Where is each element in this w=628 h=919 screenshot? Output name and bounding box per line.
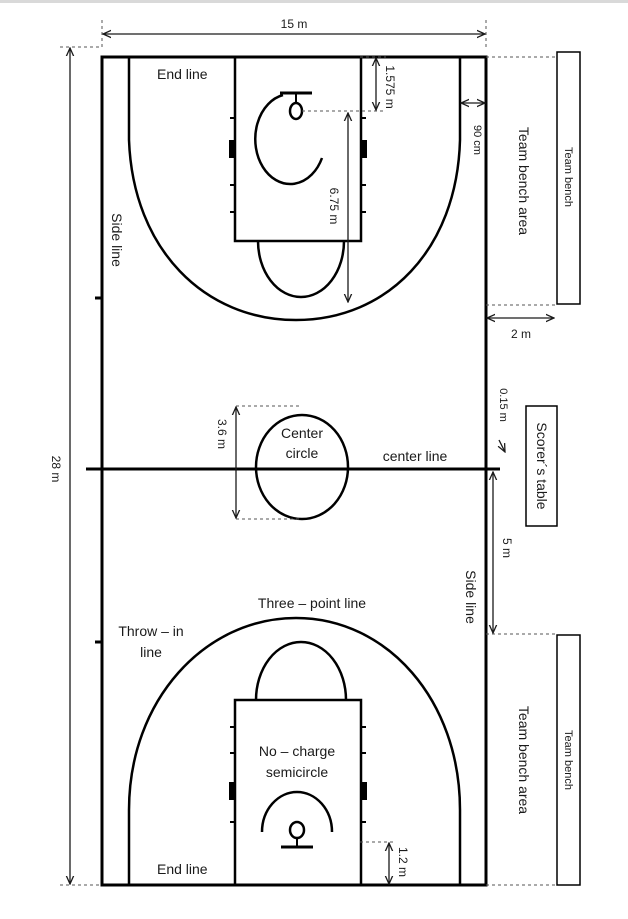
- three-point-radius-dimension: 6.75 m: [327, 188, 341, 225]
- three-point-line-label: Three – point line: [258, 595, 366, 611]
- end-line-bottom-label: End line: [157, 861, 208, 877]
- three-point-line-bottom: [127, 616, 462, 885]
- no-charge-semicircle-top: [254, 93, 324, 186]
- center-line-label: center line: [383, 448, 448, 464]
- top-border: [0, 0, 628, 3]
- throw-in-label-2: line: [140, 644, 162, 660]
- no-charge-semicircle-bottom: [260, 790, 334, 833]
- restricted-area-top: [233, 55, 363, 243]
- no-charge-label-1: No – charge: [259, 743, 335, 759]
- center-circle-label-1: Center: [281, 425, 323, 441]
- three-point-line-top: [127, 57, 462, 322]
- throw-in-label-1: Throw – in: [118, 623, 183, 639]
- lane-block-top-left: [229, 140, 235, 158]
- center-circle: [254, 413, 350, 521]
- center-circle-label-2: circle: [286, 445, 319, 461]
- bench-gap-dimension: 5 m: [500, 538, 514, 558]
- table-offset-arrow: [499, 439, 505, 452]
- team-bench-bottom-box: [556, 634, 581, 886]
- center-circle-dimension: 3.6 m: [215, 419, 229, 449]
- table-offset-dimension: 0.15 m: [497, 388, 509, 422]
- team-bench-top-box: [556, 51, 581, 305]
- no-charge-label-2: semicircle: [266, 764, 328, 780]
- team-bench-bottom-label: Team bench: [562, 730, 574, 790]
- basket-offset-dimension: 1.2 m: [396, 847, 410, 877]
- free-throw-semicircle-bottom: [254, 640, 348, 701]
- team-bench-top-label: Team bench: [562, 147, 574, 207]
- bench-width-dimension: 2 m: [511, 327, 531, 341]
- team-bench-area-top-label: Team bench area: [516, 127, 532, 235]
- width-dimension: 15 m: [281, 17, 308, 31]
- ft-distance-dimension: 1.575 m: [383, 65, 397, 108]
- length-dimension: 28 m: [49, 456, 63, 483]
- bench-offset-dimension: 90 cm: [471, 125, 483, 155]
- court-boundary: [100, 55, 488, 887]
- team-bench-area-bottom-label: Team bench area: [516, 706, 532, 814]
- scorers-table-label: Scorer´s table: [534, 422, 550, 509]
- lane-ticks-bottom: [230, 726, 366, 823]
- basket-top: [288, 101, 304, 121]
- free-throw-semicircle-top: [256, 240, 346, 299]
- side-line-left-label: Side line: [109, 213, 125, 267]
- lane-block-bottom-right: [361, 782, 367, 800]
- side-line-right-label: Side line: [463, 570, 479, 624]
- lane-block-top-right: [361, 140, 367, 158]
- end-line-top-label: End line: [157, 66, 208, 82]
- lane-ticks-top: [230, 117, 366, 213]
- lane-block-bottom-left: [229, 782, 235, 800]
- scorers-table-box: [525, 405, 558, 527]
- basket-bottom: [288, 820, 306, 840]
